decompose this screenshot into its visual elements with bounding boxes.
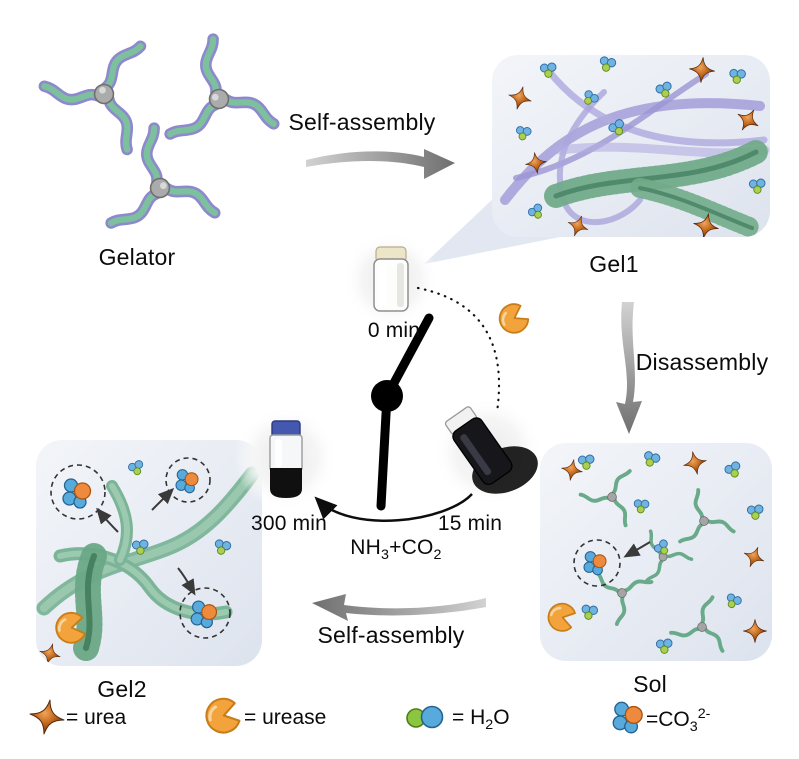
self-assembly-arrow-bottom bbox=[312, 594, 486, 621]
self-assembly-bottom-label: Self-assembly bbox=[317, 622, 465, 648]
time-300min-label: 300 min bbox=[250, 512, 328, 535]
gelator-label: Gelator bbox=[98, 244, 176, 270]
sol-label: Sol bbox=[633, 671, 667, 697]
carbonate-cluster-icon bbox=[190, 600, 218, 629]
gel1-panel-tail bbox=[424, 196, 560, 264]
gel2-carbonate-dashed-circle bbox=[179, 587, 231, 639]
disassembly-arrow bbox=[616, 302, 642, 434]
gel2-carbonate-dashed-circle bbox=[165, 457, 211, 503]
gel1-fiber-network bbox=[500, 66, 770, 237]
self-assembly-top-label: Self-assembly bbox=[288, 109, 436, 135]
carbonate-cluster-icon bbox=[62, 478, 92, 509]
gel2-release-arrow bbox=[177, 567, 196, 596]
sol-carbonate-arrow bbox=[623, 541, 651, 558]
disassembly-label: Disassembly bbox=[635, 349, 769, 375]
gel1-contents bbox=[500, 55, 770, 237]
vial-0min bbox=[373, 246, 409, 312]
carbonate-legend-label: =CO32- bbox=[646, 706, 710, 735]
reaction-formula-label: NH3+CO2 bbox=[350, 536, 441, 563]
urease-pacman-icon bbox=[493, 298, 533, 340]
self-assembly-arrow-top bbox=[306, 149, 455, 179]
reaction-part: NH bbox=[350, 536, 382, 559]
sol-contents bbox=[544, 448, 768, 654]
urea-star-icon bbox=[26, 696, 68, 738]
urease-legend-label: = urease bbox=[244, 706, 327, 729]
water-legend-label: = H2O bbox=[452, 706, 510, 733]
time-0min-label: 0 min bbox=[367, 319, 421, 342]
sol-carbonate-dashed-circle bbox=[573, 539, 621, 587]
gel2-label: Gel2 bbox=[97, 676, 147, 702]
gel2-carbonate-dashed-circle bbox=[50, 464, 106, 520]
clock-pivot bbox=[371, 380, 403, 412]
carbonate-cluster-icon bbox=[175, 469, 199, 494]
carbonate-formula-part: =CO bbox=[646, 708, 690, 731]
water-formula-subscript: 2 bbox=[485, 717, 494, 734]
carbonate-cluster-icon bbox=[583, 551, 607, 576]
carbonate-cluster-icon bbox=[612, 701, 643, 734]
reaction-subscript: 2 bbox=[433, 547, 442, 564]
gel1-label: Gel1 bbox=[589, 251, 639, 277]
urease-pacman-icon bbox=[201, 694, 244, 738]
vial-15min bbox=[444, 406, 513, 486]
gel2-release-arrow bbox=[151, 487, 175, 511]
water-formula-part: O bbox=[493, 706, 510, 729]
reaction-subscript: 3 bbox=[381, 547, 390, 564]
reaction-part: +CO bbox=[389, 536, 434, 559]
reaction-cycle-arrow bbox=[314, 493, 473, 522]
water-formula-part: = H bbox=[452, 706, 486, 729]
carbonate-formula-superscript: 2- bbox=[697, 706, 711, 722]
gel-to-sol-dotted-path bbox=[416, 286, 501, 414]
gelator-molecule-icon bbox=[141, 27, 282, 165]
carbonate-formula-subscript: 3 bbox=[689, 719, 698, 736]
gelator-molecules-group bbox=[34, 22, 283, 242]
gel2-contents bbox=[36, 457, 260, 666]
time-15min-label: 15 min bbox=[437, 512, 503, 535]
water-molecules-icon bbox=[406, 705, 444, 729]
clock-hands bbox=[371, 313, 434, 511]
urea-legend-label: = urea bbox=[66, 706, 127, 729]
gel2-release-arrow bbox=[96, 507, 119, 533]
vial-300min bbox=[269, 420, 303, 498]
